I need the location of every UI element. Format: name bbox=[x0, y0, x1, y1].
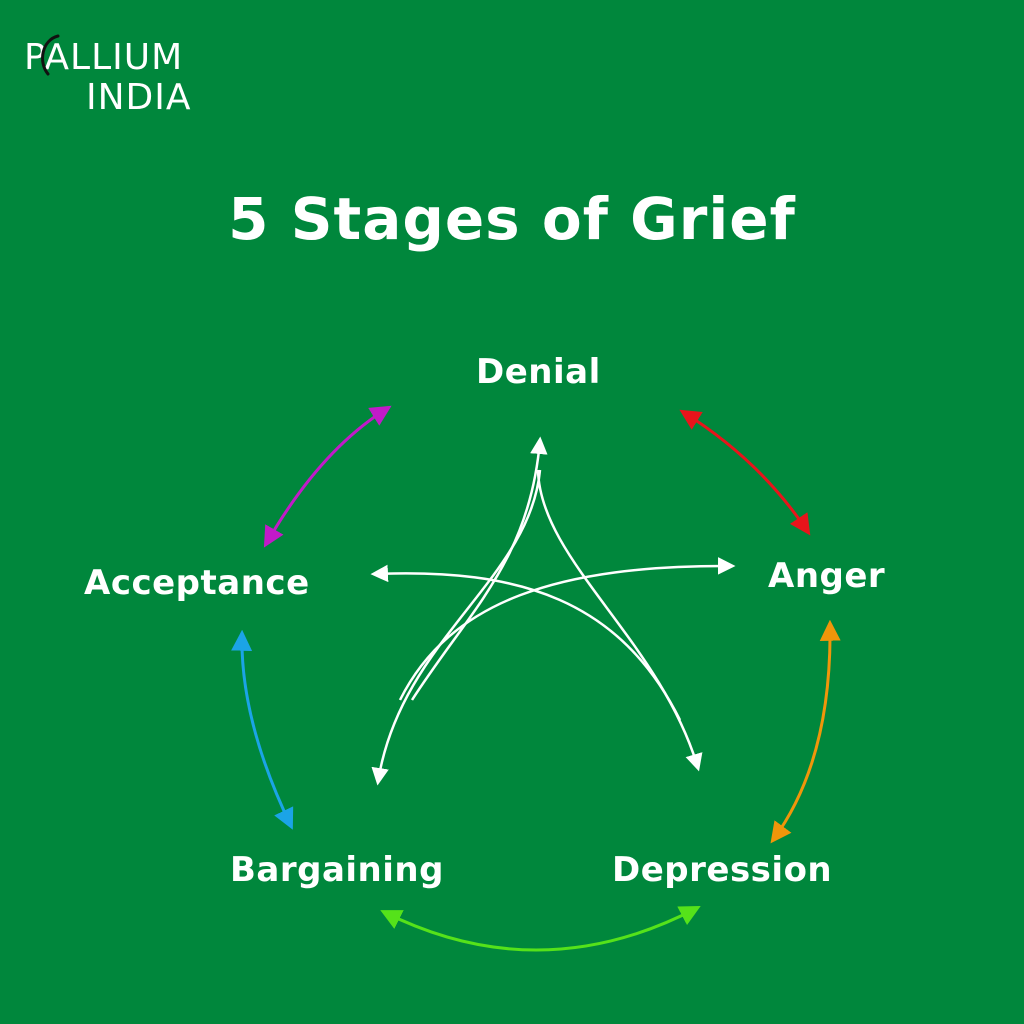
stage-anger-label: Anger bbox=[768, 556, 886, 596]
logo-line-2: INDIA bbox=[86, 77, 192, 118]
arrow-denial-to-depression bbox=[536, 469, 703, 772]
arrow-denial-anger bbox=[679, 409, 811, 536]
stage-denial-label: Denial bbox=[476, 352, 601, 392]
arrow-bargaining-acceptance bbox=[231, 629, 294, 830]
stage-bargaining-label: Bargaining bbox=[230, 850, 444, 890]
arrow-depression-bargaining bbox=[380, 906, 701, 952]
pallium-india-logo: PALLIUM INDIA bbox=[24, 34, 192, 118]
arrow-anger-depression bbox=[770, 619, 841, 844]
arrow-acceptance-denial bbox=[263, 405, 392, 548]
arrow-depression-to-acceptance bbox=[370, 564, 682, 721]
arrow-acceptance-to-anger bbox=[398, 557, 736, 701]
arrow-bargaining-to-denial bbox=[410, 436, 548, 701]
page-title: 5 Stages of Grief bbox=[228, 185, 796, 253]
arrow-denial-to-bargaining bbox=[371, 469, 542, 786]
stage-acceptance-label: Acceptance bbox=[84, 563, 310, 603]
stage-depression-label: Depression bbox=[612, 850, 833, 890]
